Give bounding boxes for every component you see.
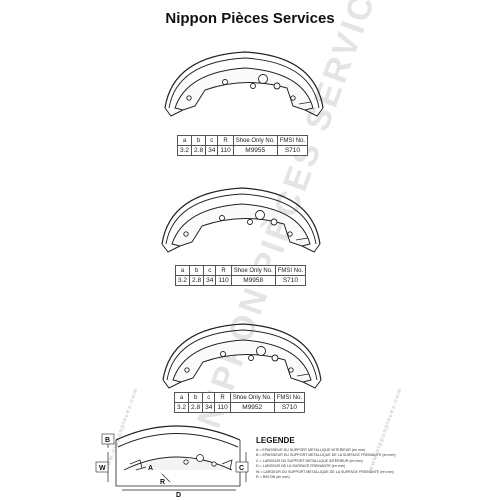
cell-fmsi-no: S710 [273,402,306,413]
legend-list: A = EPAISSEUR DU SUPPORT METALLIQUE INTE… [256,448,396,480]
brake-shoe-1 [164,51,324,117]
legend-item: A = EPAISSEUR DU SUPPORT METALLIQUE INTE… [256,448,366,452]
label-b: B [105,437,110,444]
col-r: R [215,265,232,276]
dimension-diagram: B W C A R D [95,425,249,499]
col-fmsi-no: FMSI No. [273,392,306,403]
table-row: 3.2 2.8 34 110 M9958 S710 [174,275,307,286]
col-r: R [214,392,231,403]
cell-r: 110 [217,145,234,156]
col-a: a [176,135,193,146]
cell-c: 34 [202,402,216,413]
col-b: b [188,392,204,403]
legend-item: C = LARGEUR DU SUPPORT METALLIQUE INTERI… [256,458,363,463]
col-c: c [203,265,217,276]
col-c: c [205,135,219,146]
col-fmsi-no: FMSI No. [276,135,309,146]
table-row: 3.2 2.8 34 110 M9952 S710 [173,402,306,413]
cell-r: 110 [215,275,232,286]
legend-item: B = EPAISSEUR DU SUPPORT METALLIQUE DE L… [256,453,396,458]
table-row: 3.2 2.8 34 110 M9955 S710 [176,145,309,156]
col-c: c [202,392,216,403]
col-shoe-only-no: Shoe Only No. [232,135,278,146]
cell-fmsi-no: S710 [276,145,309,156]
label-w: W [99,465,106,472]
cell-b: 2.8 [191,145,207,156]
cell-a: 3.2 [173,402,190,413]
col-shoe-only-no: Shoe Only No. [229,392,275,403]
cell-a: 3.2 [174,275,191,286]
cell-fmsi-no: S710 [274,275,307,286]
col-b: b [189,265,205,276]
page-title: Nippon Pièces Services [165,10,335,27]
spec-table-1: a b c R Shoe Only No. FMSI No. 3.2 2.8 3… [176,135,309,156]
cell-a: 3.2 [176,145,193,156]
legend-title: LEGENDE [256,436,295,445]
label-r: R [160,479,165,486]
col-shoe-only-no: Shoe Only No. [230,265,276,276]
cell-r: 110 [214,402,231,413]
legend-item: R = RAYON (en mm) [256,475,290,480]
col-a: a [173,392,190,403]
brake-shoe-2 [161,187,321,253]
col-fmsi-no: FMSI No. [274,265,307,276]
spec-table-2: a b c R Shoe Only No. FMSI No. 3.2 2.8 3… [174,265,307,286]
label-d: D [176,492,181,499]
col-a: a [174,265,191,276]
spec-table-3: a b c R Shoe Only No. FMSI No. 3.2 2.8 3… [173,392,306,413]
cell-shoe-only-no: M9955 [232,145,278,156]
cell-c: 34 [203,275,217,286]
cell-shoe-only-no: M9958 [230,275,276,286]
col-b: b [191,135,207,146]
col-r: R [217,135,234,146]
legend-item: D = LARGEUR DE LA SURFACE FREINANTE (en … [256,464,345,469]
cell-b: 2.8 [189,275,205,286]
cell-c: 34 [205,145,219,156]
label-c: C [239,465,244,472]
cell-b: 2.8 [188,402,204,413]
label-a: A [148,465,153,472]
cell-shoe-only-no: M9952 [229,402,275,413]
legend-item: W = LARGEUR DU SUPPORT METALLIQUE DE LA … [256,469,394,474]
brake-shoe-3 [162,323,322,389]
